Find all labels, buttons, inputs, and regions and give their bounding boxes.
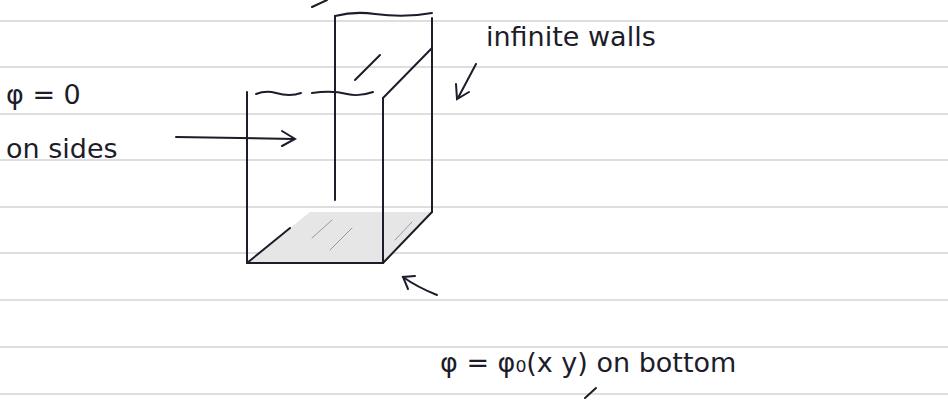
wall-note: infinite walls <box>486 22 656 52</box>
boundary-condition: φ = 0 <box>6 80 81 110</box>
boundary-note: on sides <box>6 134 118 164</box>
bottom-condition: φ = φ₀(x y) on bottom <box>440 348 736 378</box>
